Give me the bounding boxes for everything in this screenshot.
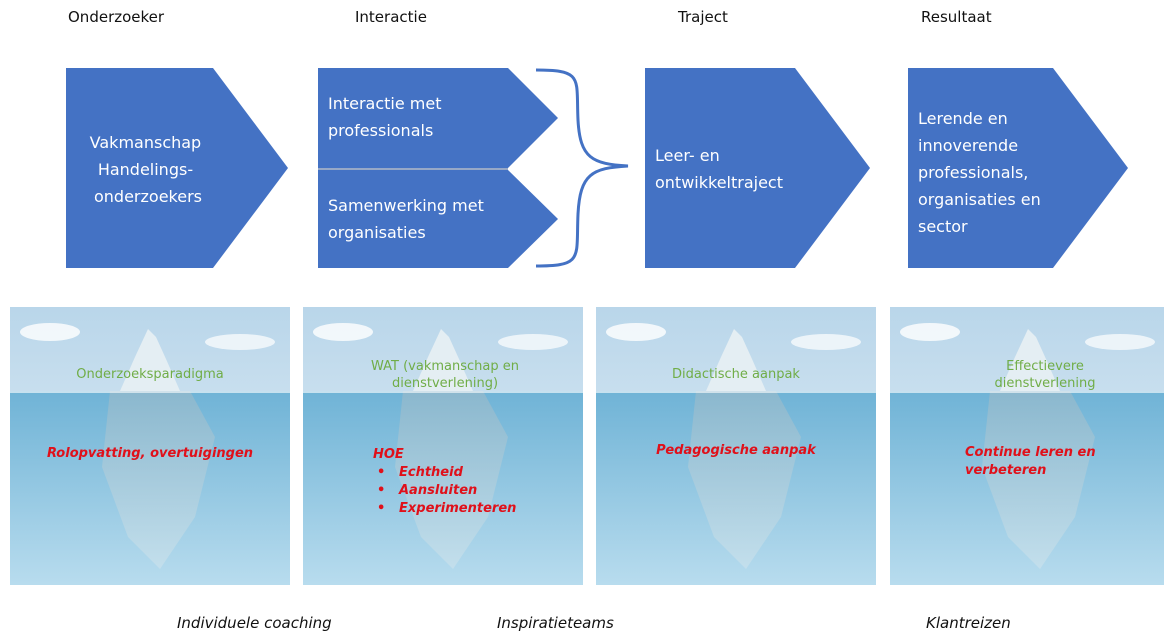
column-heading-onderzoeker: Onderzoeker [68, 8, 165, 26]
arrow-onderzoeker [66, 68, 288, 268]
column-heading-traject: Traject [678, 8, 728, 26]
column-heading-interactie: Interactie [355, 8, 427, 26]
iceberg-3-above-text: Didactische aanpak [672, 367, 800, 382]
bullet-item: Experimenteren [373, 500, 573, 518]
iceberg-2-below-title: HOE [373, 447, 404, 462]
bullet-item: Echtheid [373, 464, 573, 482]
iceberg-4-below-text: Continue leren en verbeteren [965, 445, 1096, 478]
iceberg-3-below-text: Pedagogische aanpak [656, 443, 816, 458]
process-arrows: Vakmanschap Handelings- onderzoekers Int… [66, 68, 1128, 268]
bottom-label-teams: Inspiratieteams [497, 614, 614, 632]
iceberg-2-bullet-list: Echtheid Aansluiten Experimenteren [373, 464, 573, 518]
arrow-text-vakmanschap: Vakmanschap Handelings- onderzoekers [90, 133, 207, 206]
bullet-item: Aansluiten [373, 482, 573, 500]
column-heading-resultaat: Resultaat [921, 8, 992, 26]
bottom-label-reizen: Klantreizen [926, 614, 1011, 632]
arrow-text-lerende: Lerende en innoverende professionals, or… [918, 109, 1046, 236]
arrow-text-samenwerking: Samenwerking met organisaties [328, 196, 489, 242]
arrow-interactie-met-professionals [318, 68, 558, 168]
arrow-traject [645, 68, 870, 268]
arrow-text-interactie: Interactie met professionals [328, 94, 447, 140]
arrow-resultaat [908, 68, 1128, 268]
iceberg-1-above-text: Onderzoeksparadigma [76, 367, 224, 382]
curly-brace [535, 68, 629, 268]
iceberg-2-above-text: WAT (vakmanschap en dienstverlening) [371, 359, 519, 391]
arrow-text-leer: Leer- en ontwikkeltraject [655, 146, 783, 192]
iceberg-2-below: HOE Echtheid Aansluiten Experimenteren [373, 446, 573, 518]
bottom-label-coaching: Individuele coaching [177, 614, 332, 632]
iceberg-4-above-text: Effectievere dienstverlening [994, 359, 1096, 391]
iceberg-1-below-text: Rolopvatting, overtuigingen [46, 446, 254, 461]
arrow-samenwerking-met-organisaties [318, 170, 558, 268]
